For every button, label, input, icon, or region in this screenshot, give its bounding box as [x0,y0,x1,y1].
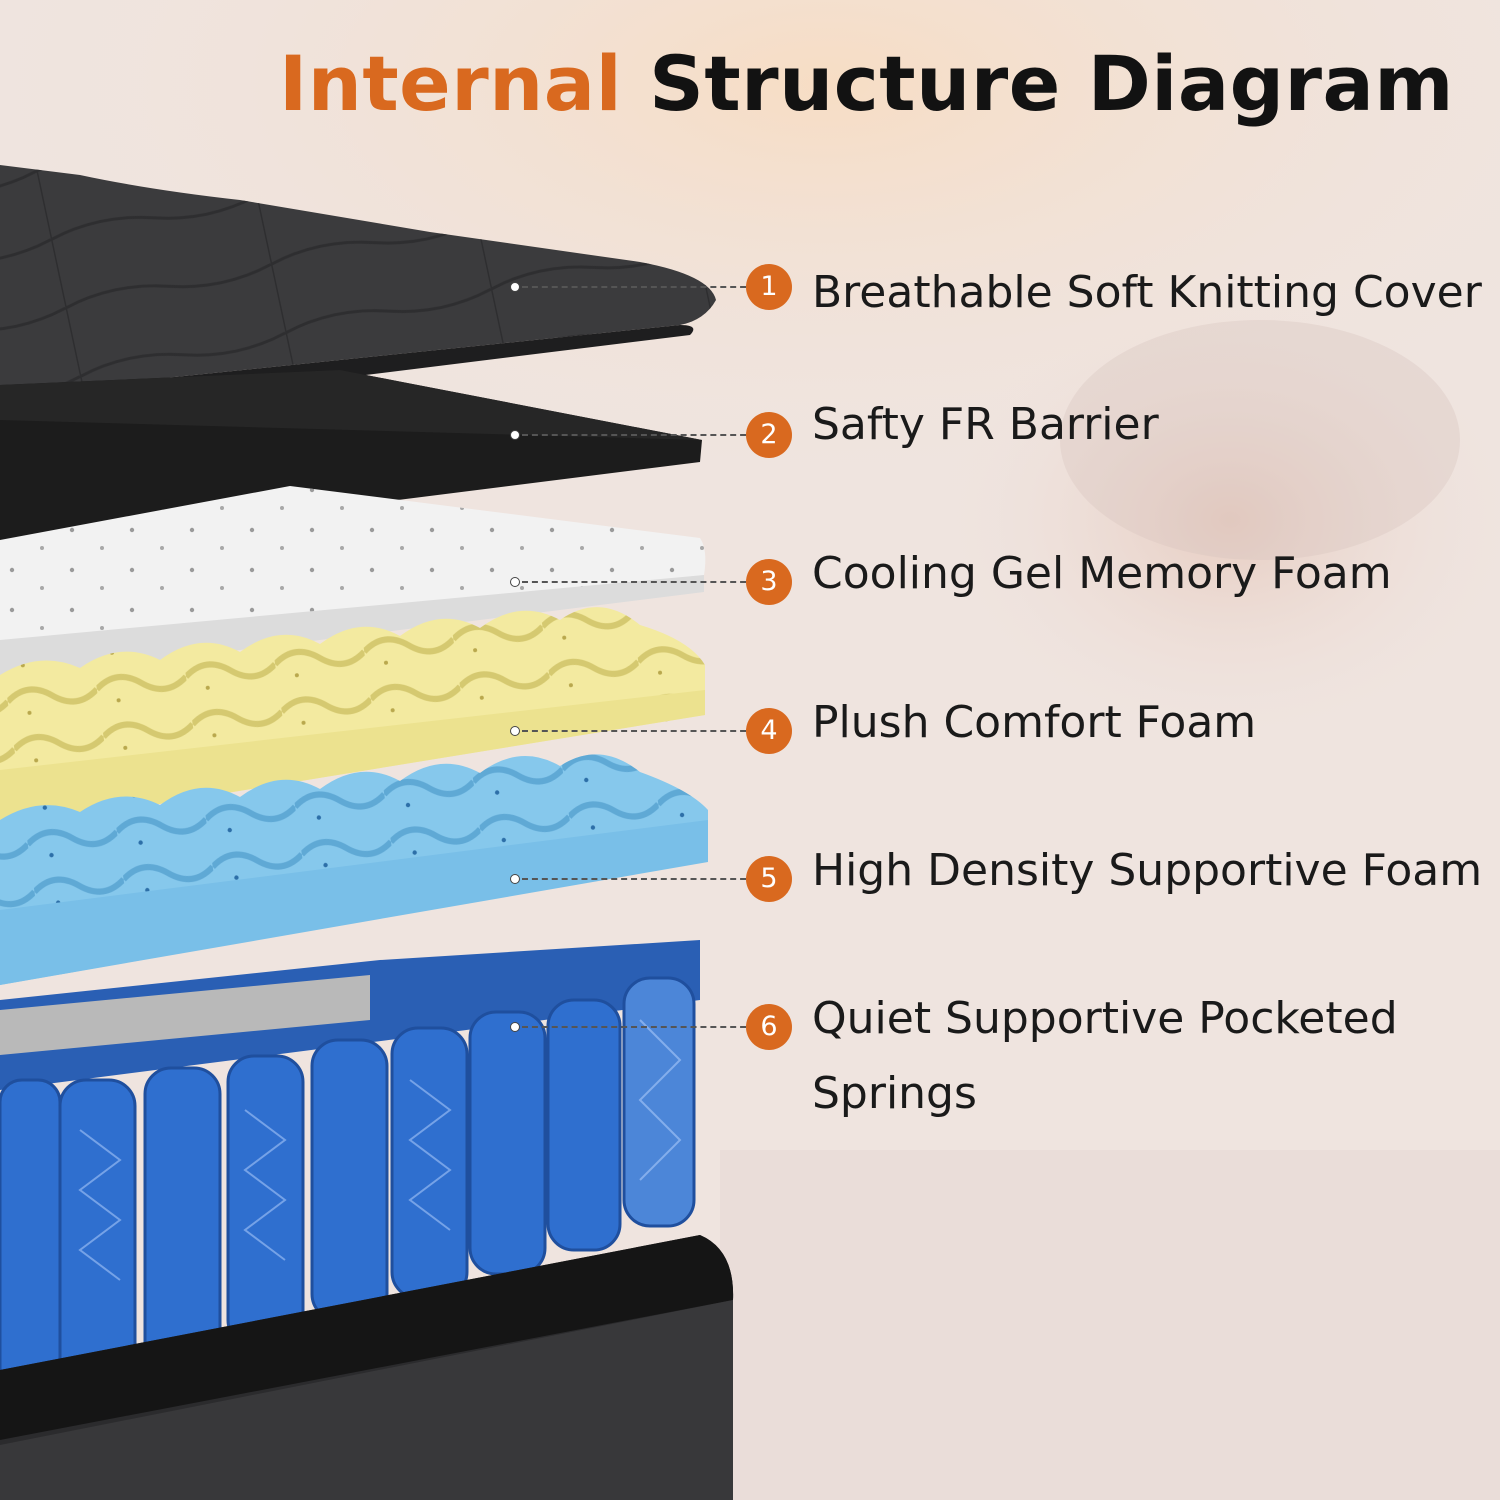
callout-5: 5 High Density Supportive Foam [510,845,1500,910]
diagram-title: Internal Structure Diagram [279,46,1454,122]
layer-label: Plush Comfort Foam [812,697,1257,748]
layer-2-fr-barrier [0,370,702,550]
layer-5-supportive-foam [0,754,708,985]
leader-line [522,1026,756,1028]
callout-6: 6 Quiet Supportive Pocketed Springs [510,993,1500,1119]
title-highlight: Internal [278,39,623,128]
anchor-dot [510,1022,520,1032]
callout-2: 2 Safty FR Barrier [510,399,1500,466]
callout-1: 1 Breathable Soft Knitting Cover [510,258,1500,318]
number-badge: 4 [746,708,792,754]
callout-3: 3 Cooling Gel Memory Foam [510,548,1500,613]
leader-line [522,286,756,288]
number-badge: 6 [746,1004,792,1050]
anchor-dot [510,874,520,884]
leader-line [522,878,756,880]
leader-line [522,581,756,583]
anchor-dot [510,430,520,440]
title-rest: Structure Diagram [649,39,1454,128]
callout-4: 4 Plush Comfort Foam [510,697,1500,762]
number-badge: 5 [746,856,792,902]
layer-label: Cooling Gel Memory Foam [812,548,1392,599]
anchor-dot [510,577,520,587]
anchor-dot [510,282,520,292]
leader-line [522,730,756,732]
layer-4-comfort-foam [0,607,705,830]
number-badge: 3 [746,559,792,605]
number-badge: 2 [746,412,792,458]
leader-line [522,434,756,436]
layer-label: High Density Supportive Foam [812,845,1483,896]
layer-label: Breathable Soft Knitting Cover [812,267,1482,318]
layer-label: Quiet Supportive Pocketed Springs [812,993,1398,1119]
number-badge: 1 [746,264,792,310]
anchor-dot [510,726,520,736]
layer-label: Safty FR Barrier [812,399,1159,450]
mattress-base [0,1235,734,1500]
layer-6-pocketed-springs [0,940,700,1412]
